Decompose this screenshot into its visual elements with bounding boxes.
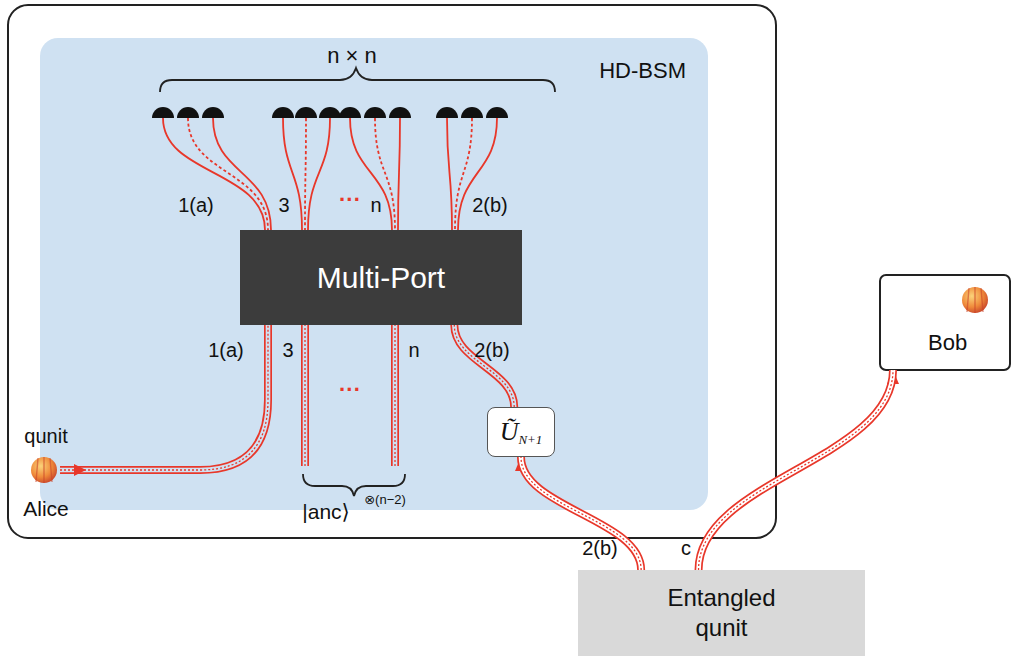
- ellipsis: ···: [339, 378, 361, 402]
- detector-fiber: [447, 118, 452, 230]
- panel-title: HD-BSM: [599, 58, 686, 84]
- detector: [436, 107, 458, 118]
- fiber-core: [303, 325, 308, 466]
- detector-fiber: [398, 118, 400, 230]
- detector: [177, 107, 199, 118]
- ellipsis: ···: [339, 188, 361, 212]
- ancilla-state: |anc⟩: [302, 500, 350, 523]
- station-name: Bob: [928, 330, 967, 356]
- operator-subscript: N+1: [518, 432, 542, 448]
- channel-label: c: [681, 537, 691, 559]
- fiber-connector: [699, 370, 893, 570]
- fiber-outer: [699, 370, 893, 570]
- ancilla-fiber: [305, 325, 306, 466]
- alice-station: [8, 5, 776, 538]
- box-title: Multi-Port: [317, 261, 445, 295]
- particle-name: qunit: [24, 425, 67, 447]
- hd-bsm-panel: [40, 38, 708, 510]
- detector-fiber: [213, 118, 271, 230]
- bob-qunit: [962, 287, 988, 313]
- fiber-outer: [391, 325, 399, 466]
- port-number: n: [408, 339, 419, 361]
- port-number: n: [370, 194, 381, 216]
- port-number: 2(b): [474, 339, 510, 361]
- detector: [461, 107, 483, 118]
- unitary-box: ŨN+1: [487, 407, 555, 457]
- box-title: Entangled qunit: [642, 583, 802, 643]
- fiber-mode: [454, 325, 514, 407]
- fiber-mode: [699, 370, 893, 570]
- port-number: 3: [282, 339, 293, 361]
- multi-port-box: Multi-Port: [240, 230, 522, 325]
- fiber-mode: [394, 325, 395, 466]
- fiber-outer: [60, 325, 268, 470]
- fiber-mode: [521, 457, 641, 570]
- detector-fiber: [308, 118, 330, 230]
- channel-label: 2(b): [582, 537, 618, 559]
- detector: [364, 107, 386, 118]
- dimension-label: n × n: [327, 44, 377, 68]
- bob-station: [880, 275, 1010, 370]
- port-number: 3: [278, 194, 289, 216]
- fiber-outer: [454, 325, 514, 407]
- fiber-core: [454, 325, 514, 407]
- detector: [272, 107, 294, 118]
- alice-qunit: [31, 457, 57, 483]
- detector-fiber: [163, 118, 265, 230]
- fiber-core: [393, 325, 398, 466]
- party-name: Alice: [23, 497, 69, 520]
- hd-bsm-panel: Multi-PortŨN+1 HD-BSM: [40, 38, 708, 510]
- port-number: 1(a): [208, 339, 244, 361]
- source-box: Entangled qunit: [578, 570, 865, 656]
- detector-fiber: [305, 118, 306, 230]
- fiber-core: [60, 325, 268, 470]
- detector: [295, 107, 317, 118]
- fiber-core: [521, 457, 641, 570]
- fiber-outer: [521, 457, 641, 570]
- detector-fiber: [455, 118, 472, 230]
- detectors: [152, 107, 508, 118]
- detector: [319, 107, 341, 118]
- input-fiber: [60, 325, 268, 470]
- fiber-outer: [301, 325, 309, 466]
- fiber-core: [699, 370, 893, 570]
- operator-symbol: Ũ: [500, 419, 519, 445]
- fiber-mode: [304, 325, 305, 466]
- ancilla-fiber: [395, 325, 396, 466]
- detector: [486, 107, 508, 118]
- operator-label: ŨN+1: [500, 419, 543, 445]
- detector: [389, 107, 411, 118]
- detector: [152, 107, 174, 118]
- fiber-connector: [521, 457, 641, 570]
- bob-box: Bob: [880, 275, 1010, 370]
- top-brace: [160, 68, 555, 92]
- port-number: 2(b): [472, 194, 508, 216]
- fiber-connector: [454, 325, 514, 407]
- detector: [202, 107, 224, 118]
- input-arrow: [74, 464, 86, 476]
- fiber-mode: [60, 325, 268, 470]
- ancilla-exponent: ⊗(n−2): [364, 493, 406, 507]
- detector: [339, 107, 361, 118]
- port-number: 1(a): [178, 194, 214, 216]
